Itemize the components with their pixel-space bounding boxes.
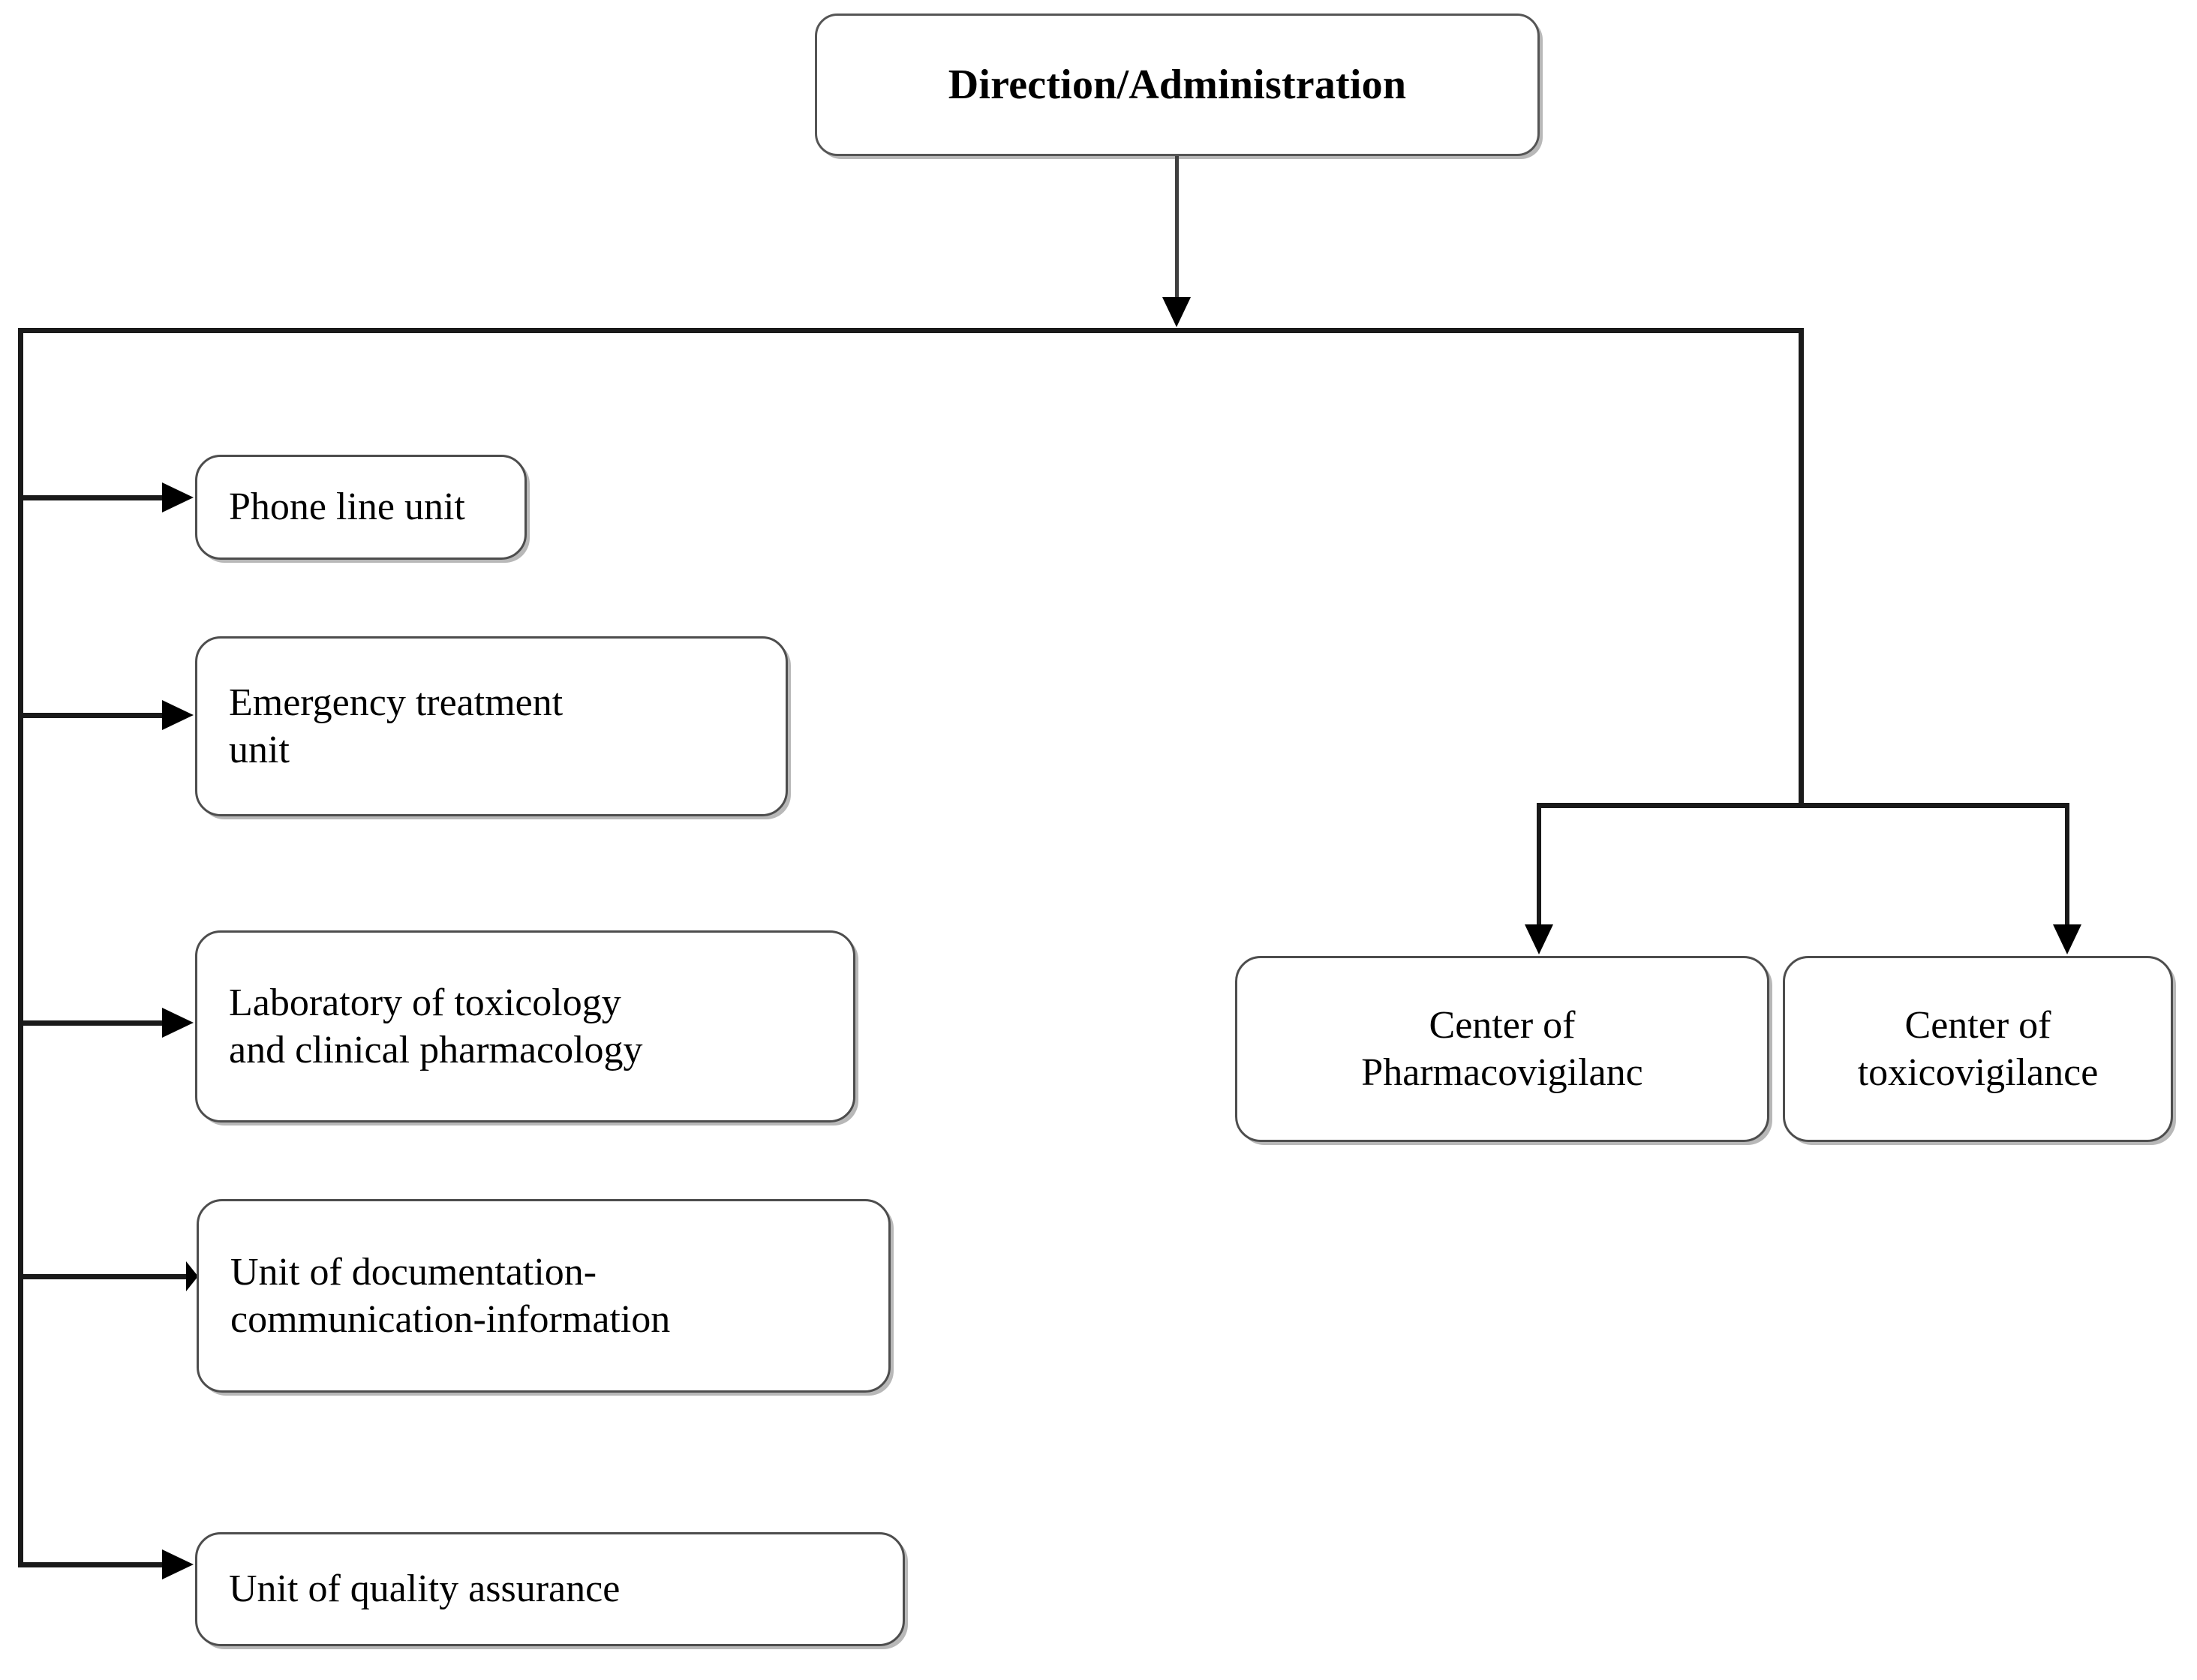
arrowhead-root-to-bus — [1162, 297, 1191, 327]
arrowhead-lead-4 — [186, 1261, 198, 1291]
connector-bus-horizontal — [18, 328, 1804, 333]
node-center-of-toxicovigilance[interactable]: Center of toxicovigilance — [1783, 956, 2173, 1142]
connector-root-stem — [1175, 156, 1179, 299]
connector-lead-1 — [21, 495, 168, 500]
arrowhead-lead-5 — [162, 1549, 194, 1579]
node-unit-quality-assurance[interactable]: Unit of quality assurance — [195, 1532, 905, 1646]
node-laboratory-toxicology-clinical-pharmacology[interactable]: Laboratory of toxicology and clinical ph… — [195, 930, 855, 1123]
arrowhead-lead-3 — [162, 1008, 194, 1038]
connector-right-trunk — [1799, 328, 1804, 808]
node-unit-documentation-communication-information[interactable]: Unit of documentation- communication-inf… — [197, 1199, 891, 1393]
connector-lead-3 — [21, 1020, 168, 1026]
connector-right-drop-right — [2065, 803, 2069, 927]
node-label: Center of toxicovigilance — [1857, 1003, 2099, 1094]
node-label: Direction/Administration — [948, 61, 1407, 108]
connector-left-trunk — [18, 328, 23, 1567]
node-phone-line-unit[interactable]: Phone line unit — [195, 455, 527, 560]
node-label: Laboratory of toxicology and clinical ph… — [229, 981, 643, 1071]
node-label: Unit of documentation- communication-inf… — [230, 1250, 671, 1341]
node-label: Emergency treatment unit — [229, 681, 564, 771]
node-label: Center of Pharmacovigilanc — [1361, 1003, 1643, 1094]
node-label: Unit of quality assurance — [229, 1567, 621, 1611]
connector-lead-5 — [21, 1562, 168, 1567]
arrowhead-right-left — [1525, 924, 1553, 954]
arrowhead-lead-2 — [162, 700, 194, 730]
node-label: Phone line unit — [229, 485, 465, 529]
node-center-of-pharmacovigilance[interactable]: Center of Pharmacovigilanc — [1235, 956, 1769, 1142]
node-direction-administration[interactable]: Direction/Administration — [815, 14, 1540, 156]
node-emergency-treatment-unit[interactable]: Emergency treatment unit — [195, 636, 788, 816]
connector-right-split-horizontal — [1537, 803, 2069, 808]
connector-right-drop-left — [1537, 803, 1541, 927]
arrowhead-right-right — [2053, 924, 2081, 954]
connector-lead-4 — [21, 1274, 195, 1279]
connector-lead-2 — [21, 713, 168, 718]
arrowhead-lead-1 — [162, 482, 194, 512]
